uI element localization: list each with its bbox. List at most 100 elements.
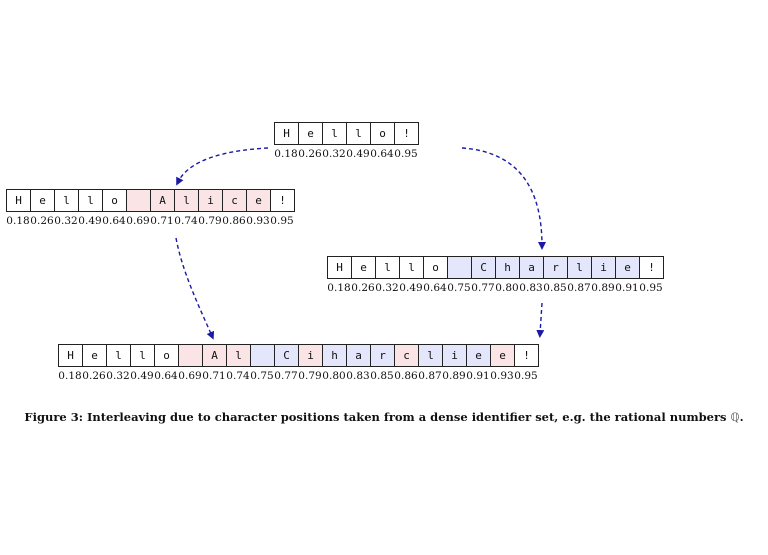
rational-numbers-symbol: ℚ [730,410,740,424]
char-cell: l [347,122,371,145]
char-cell: H [275,122,299,145]
char-cell: A [151,189,175,212]
figure-caption: Figure 3: Interleaving due to character … [0,410,768,424]
char-cell: H [7,189,31,212]
char-cell: ! [271,189,295,212]
position-label: 0.75 [447,282,471,294]
char-cell: ! [395,122,419,145]
char-cell: r [544,256,568,279]
position-label: 0.91 [615,282,639,294]
char-cell: a [347,344,371,367]
position-label: 0.32 [54,215,78,227]
position-label: 0.18 [327,282,351,294]
position-label: 0.18 [6,215,30,227]
char-cell: l [79,189,103,212]
char-cell: i [592,256,616,279]
char-cell: e [467,344,491,367]
caption-end: . [739,410,744,424]
position-label: 0.91 [466,370,490,382]
char-cell: l [107,344,131,367]
char-cell: r [371,344,395,367]
position-label: 0.64 [154,370,178,382]
char-cell: l [323,122,347,145]
char-cell: l [376,256,400,279]
char-cell: o [424,256,448,279]
position-label: 0.95 [394,148,418,160]
char-cell [251,344,275,367]
char-cell: C [472,256,496,279]
char-cell: i [299,344,323,367]
position-label: 0.49 [346,148,370,160]
char-cell: o [155,344,179,367]
char-cell: ! [515,344,539,367]
arrow-charlie-to-merged [536,302,545,338]
position-label: 0.87 [567,282,591,294]
position-label: 0.26 [82,370,106,382]
position-label: 0.95 [270,215,294,227]
position-label: 0.26 [30,215,54,227]
position-label: 0.89 [442,370,466,382]
char-cell: l [131,344,155,367]
position-label: 0.18 [274,148,298,160]
char-cell [127,189,151,212]
char-cell: i [443,344,467,367]
char-cell: l [419,344,443,367]
position-label: 0.64 [370,148,394,160]
position-label: 0.64 [102,215,126,227]
char-cell: H [328,256,352,279]
char-cell: e [247,189,271,212]
char-cell: c [223,189,247,212]
char-cell: A [203,344,227,367]
position-label: 0.49 [130,370,154,382]
position-label: 0.95 [514,370,538,382]
position-label: 0.69 [126,215,150,227]
char-cell: e [616,256,640,279]
char-cell: h [323,344,347,367]
position-label: 0.83 [346,370,370,382]
position-label: 0.86 [222,215,246,227]
position-label: 0.80 [495,282,519,294]
position-label: 0.87 [418,370,442,382]
char-cell: e [352,256,376,279]
position-label: 0.69 [178,370,202,382]
position-label: 0.95 [639,282,663,294]
char-cell: h [496,256,520,279]
char-cell: ! [640,256,664,279]
char-cell: c [395,344,419,367]
arrow-base-to-charlie [461,147,546,250]
position-label: 0.93 [246,215,270,227]
position-label: 0.77 [471,282,495,294]
char-cell: o [371,122,395,145]
position-label: 0.26 [298,148,322,160]
char-cell: a [520,256,544,279]
position-label: 0.86 [394,370,418,382]
position-label: 0.79 [298,370,322,382]
position-label: 0.32 [322,148,346,160]
position-label: 0.85 [370,370,394,382]
char-cell: e [491,344,515,367]
char-cell: l [400,256,424,279]
char-cell [448,256,472,279]
char-cell: l [568,256,592,279]
position-label: 0.32 [106,370,130,382]
position-label: 0.80 [322,370,346,382]
char-cell [179,344,203,367]
char-cell: H [59,344,83,367]
char-cell: l [55,189,79,212]
char-cell: C [275,344,299,367]
position-label: 0.71 [150,215,174,227]
position-label: 0.85 [543,282,567,294]
position-label: 0.74 [174,215,198,227]
position-label: 0.89 [591,282,615,294]
arrow-base-to-alice [176,147,269,186]
